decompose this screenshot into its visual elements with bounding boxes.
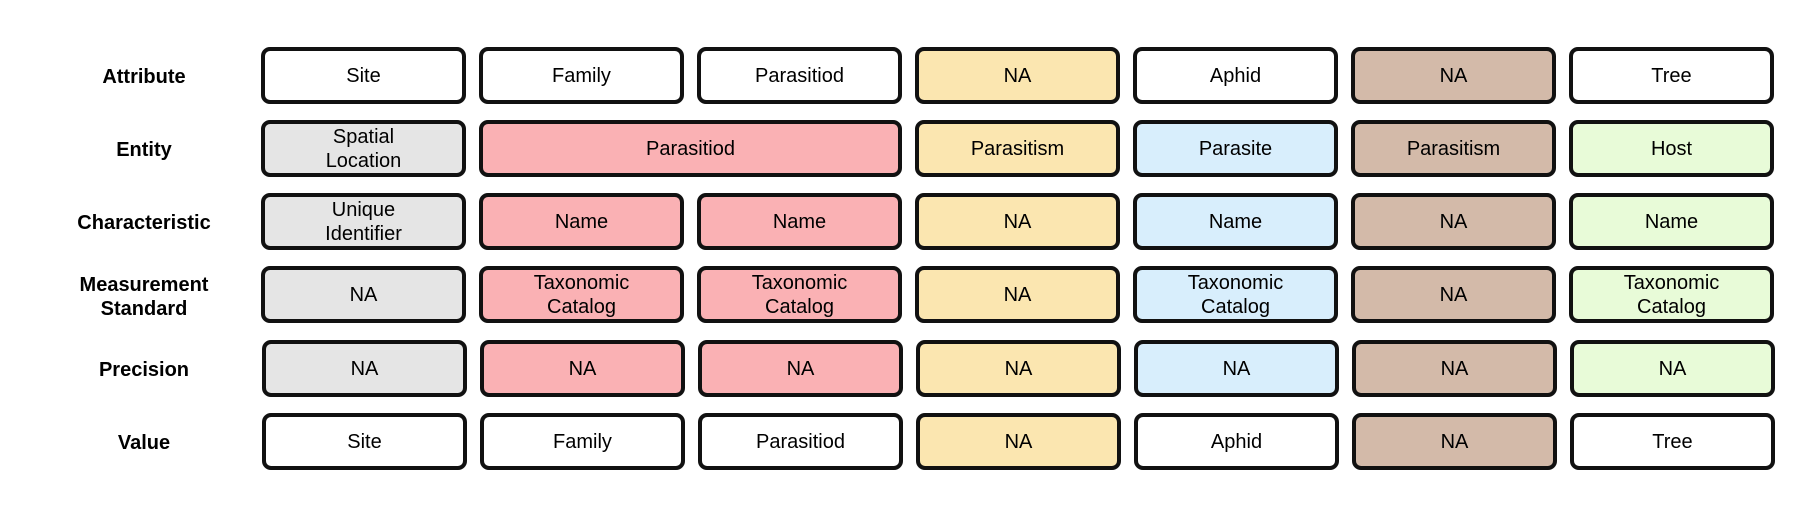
- precision-cell-na-2: NA: [480, 340, 685, 397]
- attribute-cell-na-2: NA: [1351, 47, 1556, 104]
- entity-cell-parasitism-1: Parasitism: [915, 120, 1120, 177]
- measurement-standard-cell-taxonomic-2: Taxonomic Catalog: [697, 266, 902, 323]
- measurement-standard-cell-na-2: NA: [915, 266, 1120, 323]
- characteristic-cell-name-4: Name: [1569, 193, 1774, 250]
- attribute-cell-site: Site: [261, 47, 466, 104]
- row-label-measurement-standard: Measurement Standard: [79, 274, 209, 320]
- value-cell-site: Site: [262, 413, 467, 470]
- attribute-cell-tree: Tree: [1569, 47, 1774, 104]
- characteristic-cell-na-2: NA: [1351, 193, 1556, 250]
- value-cell-family: Family: [480, 413, 685, 470]
- precision-cell-na-1: NA: [262, 340, 467, 397]
- value-cell-parasitiod: Parasitiod: [698, 413, 903, 470]
- measurement-standard-cell-taxonomic-4: Taxonomic Catalog: [1569, 266, 1774, 323]
- precision-cell-na-4: NA: [916, 340, 1121, 397]
- characteristic-cell-unique-identifier: Unique Identifier: [261, 193, 466, 250]
- precision-cell-na-6: NA: [1352, 340, 1557, 397]
- entity-cell-parasite: Parasite: [1133, 120, 1338, 177]
- entity-cell-host: Host: [1569, 120, 1774, 177]
- characteristic-cell-name-3: Name: [1133, 193, 1338, 250]
- value-cell-tree: Tree: [1570, 413, 1775, 470]
- attribute-cell-aphid: Aphid: [1133, 47, 1338, 104]
- entity-cell-parasitism-2: Parasitism: [1351, 120, 1556, 177]
- row-label-value: Value: [117, 432, 171, 454]
- attribute-cell-family: Family: [479, 47, 684, 104]
- characteristic-cell-name-2: Name: [697, 193, 902, 250]
- measurement-standard-cell-taxonomic-1: Taxonomic Catalog: [479, 266, 684, 323]
- value-cell-na-2: NA: [1352, 413, 1557, 470]
- value-cell-na-1: NA: [916, 413, 1121, 470]
- entity-cell-parasitiod: Parasitiod: [479, 120, 902, 177]
- measurement-standard-cell-na-1: NA: [261, 266, 466, 323]
- value-cell-aphid: Aphid: [1134, 413, 1339, 470]
- measurement-standard-cell-taxonomic-3: Taxonomic Catalog: [1133, 266, 1338, 323]
- row-label-characteristic: Characteristic: [77, 212, 211, 234]
- row-label-precision: Precision: [98, 359, 190, 381]
- measurement-standard-cell-na-3: NA: [1351, 266, 1556, 323]
- precision-cell-na-7: NA: [1570, 340, 1775, 397]
- row-label-attribute: Attribute: [102, 66, 186, 88]
- characteristic-cell-na-1: NA: [915, 193, 1120, 250]
- precision-cell-na-3: NA: [698, 340, 903, 397]
- row-label-entity: Entity: [116, 139, 172, 161]
- characteristic-cell-name-1: Name: [479, 193, 684, 250]
- entity-cell-spatial-location: Spatial Location: [261, 120, 466, 177]
- attribute-cell-na-1: NA: [915, 47, 1120, 104]
- precision-cell-na-5: NA: [1134, 340, 1339, 397]
- attribute-cell-parasitiod: Parasitiod: [697, 47, 902, 104]
